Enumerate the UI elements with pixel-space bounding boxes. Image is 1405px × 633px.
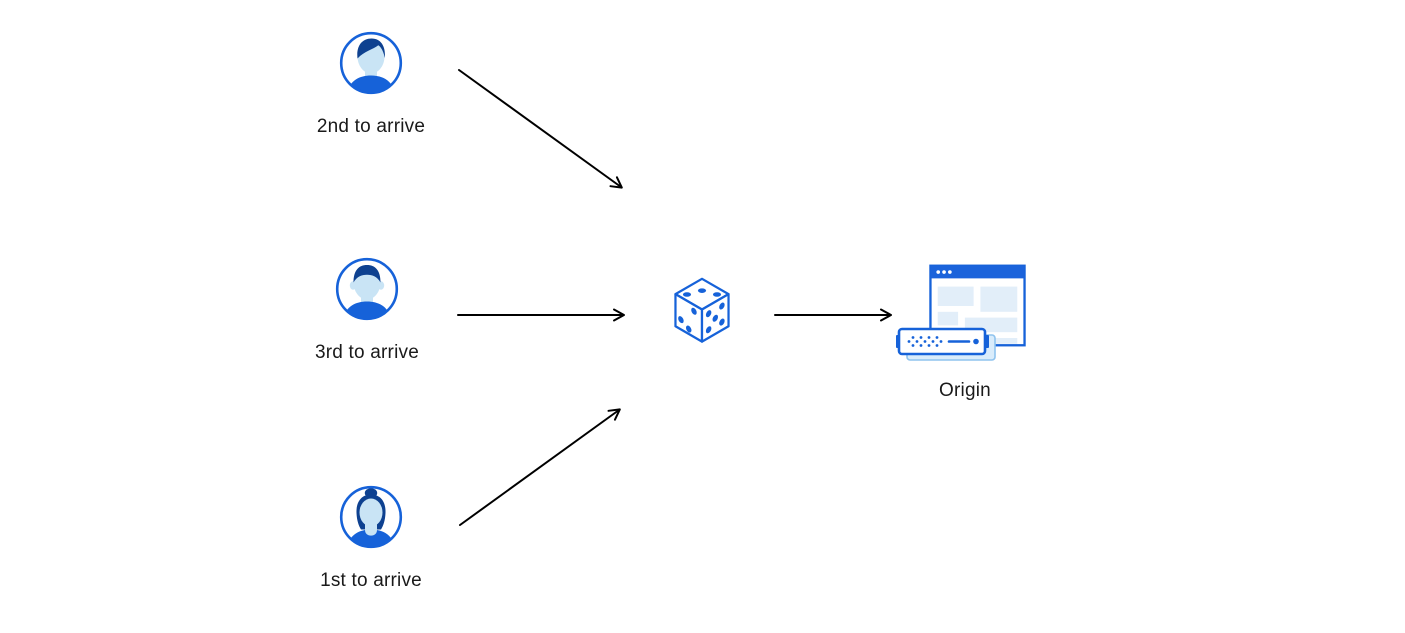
label-origin: Origin xyxy=(939,380,991,401)
node-user-3rd: 3rd to arrive xyxy=(297,256,437,362)
arrow-user-top-to-dice xyxy=(458,69,623,189)
dice-icon xyxy=(674,277,730,343)
female-avatar-bun-icon xyxy=(339,485,403,549)
label-user-3rd: 3rd to arrive xyxy=(315,342,419,363)
label-user-2nd: 2nd to arrive xyxy=(316,116,426,137)
server-led-dots xyxy=(907,336,943,347)
male-avatar-short-hair-icon xyxy=(335,257,399,321)
server-icon xyxy=(896,327,996,361)
node-origin: Origin xyxy=(880,264,1050,414)
arrow-user-bottom-to-dice xyxy=(459,408,621,526)
node-user-2nd: 2nd to arrive xyxy=(301,30,441,136)
male-avatar-swept-hair-icon xyxy=(339,31,403,95)
node-random-selector xyxy=(667,276,737,350)
node-user-1st: 1st to arrive xyxy=(301,484,441,590)
label-user-1st: 1st to arrive xyxy=(320,570,422,591)
